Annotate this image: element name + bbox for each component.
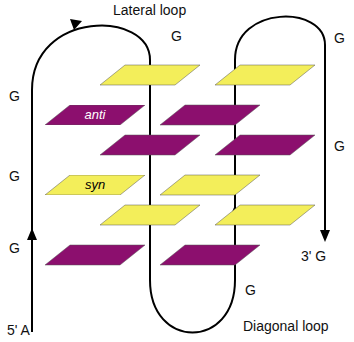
syn-tile	[215, 205, 315, 225]
anti-tile	[215, 135, 315, 155]
syn-tile	[100, 65, 200, 85]
syn-tile	[160, 175, 260, 195]
base-label: G	[333, 30, 346, 46]
base-label: G	[244, 282, 257, 298]
anti-tile	[45, 245, 145, 265]
syn-tile: syn	[45, 175, 145, 195]
tile-outline	[45, 105, 145, 125]
strand-line	[32, 17, 325, 333]
syn-tile	[215, 65, 315, 85]
base-label: G	[333, 138, 346, 154]
anti-tile	[100, 135, 200, 155]
arrowhead	[27, 228, 37, 240]
end-label: 5' A	[6, 322, 31, 338]
loop-label: Diagonal loop	[242, 318, 330, 334]
base-label: G	[170, 28, 183, 44]
anti-tile	[160, 245, 260, 265]
base-label: G	[8, 88, 21, 104]
tile-outline	[45, 175, 145, 195]
anti-tile: anti	[45, 105, 145, 125]
base-label: G	[8, 240, 21, 256]
anti-tile	[160, 105, 260, 125]
tile-label: syn	[45, 175, 145, 195]
arrowhead	[320, 230, 330, 242]
loop-label: Lateral loop	[112, 2, 187, 18]
syn-tile	[100, 205, 200, 225]
end-label: 3' G	[300, 248, 327, 264]
arrowhead	[70, 19, 82, 30]
base-label: G	[8, 168, 21, 184]
tile-label: anti	[45, 105, 145, 125]
